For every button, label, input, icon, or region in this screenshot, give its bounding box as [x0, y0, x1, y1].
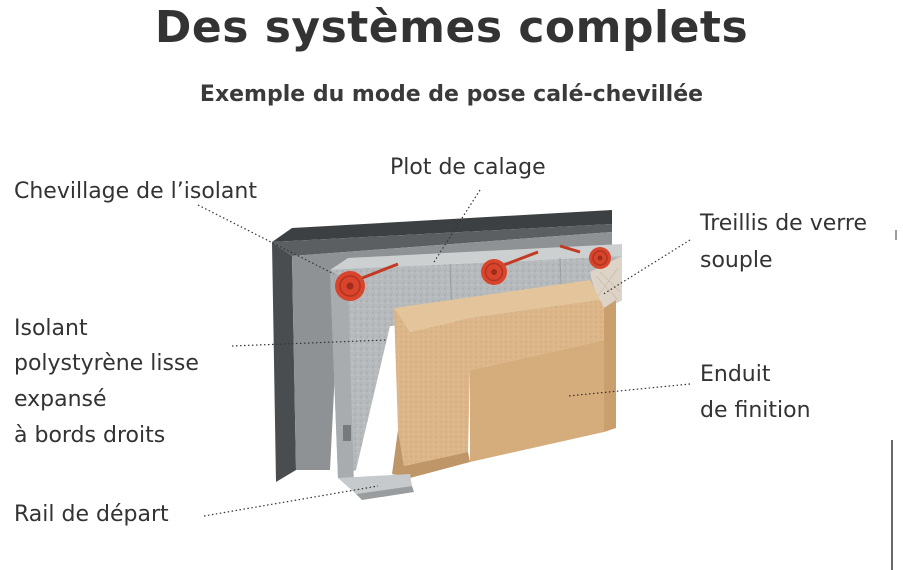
insulation-dowels: [335, 244, 611, 301]
label-chevillage: Chevillage de l’isolant: [14, 179, 257, 204]
starting-rail: [338, 474, 414, 500]
label-isolant-line4: à bords droits: [14, 423, 166, 448]
label-rail-de-depart: Rail de départ: [14, 502, 169, 527]
label-treillis-line2: souple: [700, 248, 773, 273]
leader-rail: [203, 485, 379, 517]
glass-mesh: [590, 256, 622, 308]
label-enduit-line2: de finition: [700, 398, 811, 423]
leader-treillis: [601, 239, 691, 296]
support-wall: [272, 210, 612, 482]
leader-enduit: [567, 383, 691, 397]
finish-plaster: [392, 280, 616, 478]
dowel-1: [335, 262, 399, 301]
label-isolant-line1: Isolant: [14, 316, 88, 341]
label-plot-de-calage: Plot de calage: [390, 155, 546, 180]
label-isolant-line3: expansé: [14, 387, 107, 412]
leader-chevillage: [197, 204, 335, 275]
label-isolant-line2: polystyrène lisse: [14, 351, 199, 376]
page-title: Des systèmes complets: [154, 2, 749, 53]
leader-isolant: [231, 339, 387, 347]
label-enduit-line1: Enduit: [700, 362, 771, 387]
page-subtitle: Exemple du mode de pose calé-chevillée: [199, 82, 704, 107]
leader-lines: [197, 189, 691, 517]
dowel-3: [559, 244, 611, 269]
dowel-2: [481, 250, 539, 285]
label-treillis-line1: Treillis de verre: [700, 211, 868, 236]
